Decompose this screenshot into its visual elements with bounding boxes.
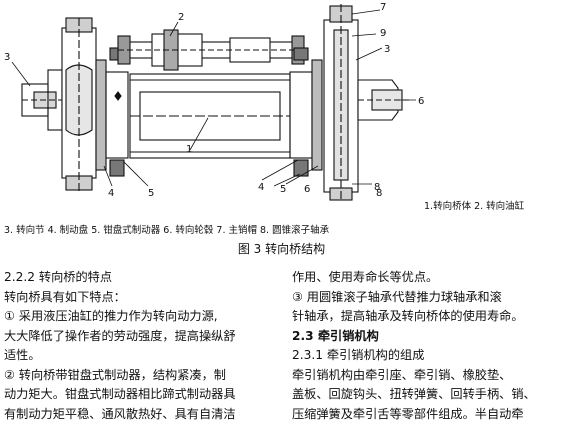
- figure-caption: 图 3 转向桥结构: [237, 242, 326, 256]
- paragraph-line: 大大降低了操作者的劳动强度，提高操纵舒: [4, 328, 236, 343]
- steering-axle-drawing: 3 2 1 4 5 7 9 3 6 4 5 6 8 8: [4, 2, 424, 201]
- right-steering-knuckle: [323, 4, 359, 201]
- callout-label: 3: [384, 44, 390, 55]
- left-brake-disc: [95, 47, 129, 177]
- figure-legend-line2: 3. 转向节 4. 制动盘 5. 钳盘式制动器 6. 转向轮毂 7. 主销帽 8…: [4, 225, 330, 236]
- paragraph-line: 动力矩大。钳盘式制动器相比蹄式制动器具: [4, 387, 236, 401]
- paragraph-line: ② 转向桥带钳盘式制动器，结构紧凑，制: [4, 367, 226, 382]
- paragraph-line: 盖板、回旋钩头、扭转弹簧、回转手柄、销、: [292, 387, 536, 401]
- left-column: 2.2.2 转向桥的特点 转向桥具有如下特点： ① 采用液压油缸的推力作为转向动…: [4, 268, 274, 424]
- callout-label: 6: [304, 184, 310, 195]
- right-brake-disc: [289, 47, 323, 177]
- section-heading: 2.3 牵引销机构: [292, 328, 379, 343]
- callout-label: 4: [108, 188, 114, 199]
- section-heading: 2.2.2 转向桥的特点: [4, 270, 113, 284]
- callout-label: 8: [374, 182, 380, 193]
- figure-legend-line1: 1.转向桥体 2. 转向油缸: [424, 201, 525, 212]
- paragraph-line: ① 采用液压油缸的推力作为转向动力源,: [4, 309, 218, 323]
- callout-label: 6: [418, 96, 424, 107]
- callout-label: 5: [280, 184, 286, 195]
- steering-cylinder: [117, 29, 305, 71]
- paragraph-line: 作用、使用寿命长等优点。: [292, 270, 439, 284]
- axle-body: [129, 73, 291, 159]
- callout-label: 5: [148, 188, 154, 199]
- left-wheel-hub: [21, 69, 90, 131]
- callout-label: 7: [380, 2, 386, 13]
- paragraph-line: 有制动力矩平稳、通风散热好、具有自清洁: [4, 406, 236, 421]
- paragraph-line: 转向桥具有如下特点：: [4, 289, 126, 304]
- callout-label: 2: [178, 12, 184, 23]
- leader-lines: [11, 9, 416, 187]
- paragraph-line: 压缩弹簧及牵引舌等零部件组成。半自动牵: [292, 406, 524, 421]
- paragraph-line: ③ 用圆锥滚子轴承代替推力球轴承和滚: [292, 289, 502, 304]
- paragraph-line: 牵引销机构由牵引座、牵引销、橡胶垫、: [292, 367, 512, 382]
- callout-label: 8: [376, 188, 382, 199]
- subsection-heading: 2.3.1 牵引销机构的组成: [292, 348, 425, 362]
- callout-label: 3: [4, 52, 10, 63]
- right-wheel-hub: [357, 79, 410, 121]
- paragraph-line: 针轴承，提高轴承及转向桥体的使用寿命。: [292, 309, 524, 323]
- right-column: 作用、使用寿命长等优点。 ③ 用圆锥滚子轴承代替推力球轴承和滚 针轴承，提高轴承…: [292, 268, 560, 424]
- left-steering-knuckle: [61, 17, 97, 192]
- callout-label: 1: [186, 144, 192, 155]
- callout-label: 4: [258, 182, 264, 193]
- paragraph-line: 适性。: [4, 348, 41, 362]
- callout-label: 9: [380, 28, 386, 39]
